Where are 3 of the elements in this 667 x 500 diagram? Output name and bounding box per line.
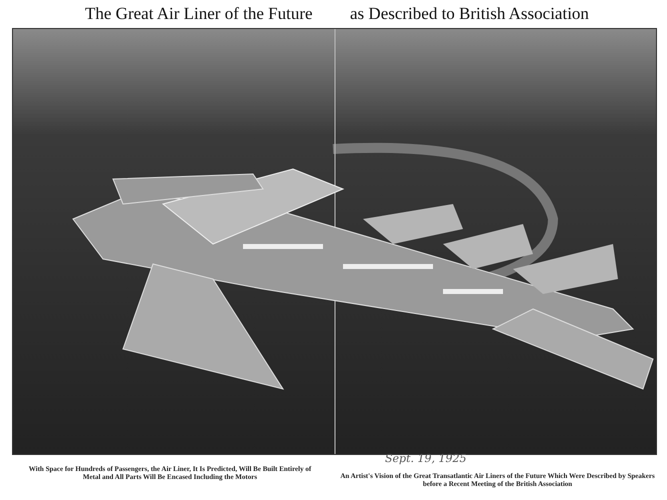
handwritten-date: Sept. 19, 1925 [385, 453, 466, 465]
heading: The Great Air Liner of the Future [85, 4, 313, 24]
heading: as Described to British Association [350, 4, 589, 24]
